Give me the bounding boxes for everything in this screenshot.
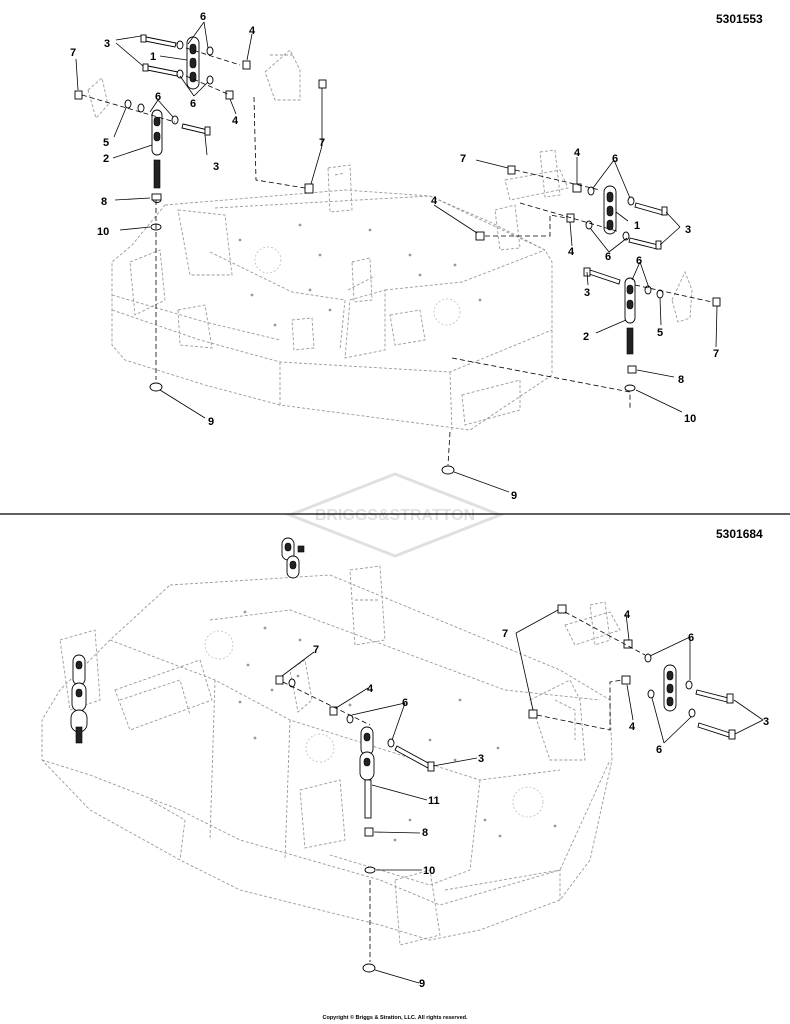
callout-label: 4 [574,147,581,159]
callout-label: 3 [763,716,769,728]
callout-label: 8 [678,374,684,386]
callout-label: 3 [685,224,691,236]
hanger-assembly-top-right [441,149,721,475]
callouts-top: 6 3 1 4 7 6 6 4 5 3 2 7 8 10 9 7 4 6 4 1… [70,11,719,502]
callout-label: 7 [70,47,76,59]
washer-icon [288,653,696,874]
callout-label: 4 [624,609,631,621]
callout-label: 3 [584,287,590,299]
washer-icon [124,40,214,231]
callout-label: 5 [103,137,109,149]
callout-label: 9 [208,416,214,428]
leader-lines-top [75,21,718,493]
part-number-bottom: 5301684 [716,527,763,541]
callout-label: 6 [155,91,161,103]
callout-label: 4 [232,115,239,127]
callout-label: 9 [419,978,425,990]
callout-label: 4 [431,195,438,207]
bolt-icon [394,689,736,772]
callout-label: 6 [402,697,408,709]
callout-label: 2 [583,331,589,343]
callout-label: 7 [313,644,319,656]
hanger-assembly-bottom [70,537,736,973]
callout-label: 3 [104,38,110,50]
callout-label: 4 [249,25,256,37]
hanger-assembly-top-left [74,34,327,392]
callout-label: 7 [460,153,466,165]
washer-icon [585,186,664,392]
hanger-link-icon [663,664,677,712]
nut-icon [74,60,327,392]
chain-rod-icon [359,726,375,819]
callout-label: 1 [634,220,640,232]
part-number-top: 5301553 [716,12,763,26]
brand-watermark: BRIGGS&STRATTON [285,472,505,558]
deck-holes-bottom [238,610,557,842]
callout-label: 7 [713,348,719,360]
callout-label: 7 [502,628,508,640]
callout-label: 6 [190,98,196,110]
chain-icon [70,654,88,744]
callout-label: 3 [213,161,219,173]
callout-label: 7 [319,137,325,149]
callout-label: 10 [97,226,109,238]
nut-icon [475,165,721,374]
callout-label: 4 [629,721,636,733]
callout-label: 6 [200,11,206,23]
copyright-text: Copyright © Briggs & Stratton, LLC. All … [322,1014,468,1021]
mower-deck-top [111,164,553,433]
callout-label: 8 [101,196,107,208]
callout-label: 6 [636,255,642,267]
chain-icon [281,537,305,579]
callout-label: 10 [684,413,696,425]
callout-label: 9 [511,490,517,502]
callout-label: 5 [657,327,663,339]
callout-label: 2 [103,153,109,165]
nut-icon [275,604,633,973]
bolt-icon [583,202,668,285]
callout-label: 6 [656,744,662,756]
hanger-link-icon [603,185,617,235]
chain-rod-icon [624,277,636,355]
callout-label: 4 [568,246,575,258]
leader-lines-bottom [281,609,764,984]
callout-label: 4 [367,683,374,695]
mower-deck-bottom [41,565,613,946]
callout-label: 6 [612,153,618,165]
watermark-text: BRIGGS&STRATTON [315,507,475,524]
callout-label: 10 [423,865,435,877]
callout-label: 6 [688,632,694,644]
callout-label: 3 [478,753,484,765]
callout-label: 8 [422,827,428,839]
deck-holes-top [238,223,482,327]
callouts-bottom: 7 4 6 4 3 6 7 4 6 3 11 8 10 9 [313,609,769,990]
chain-rod-icon [151,109,163,189]
callout-label: 6 [605,251,611,263]
callout-label: 1 [150,51,156,63]
callout-label: 11 [428,795,440,807]
